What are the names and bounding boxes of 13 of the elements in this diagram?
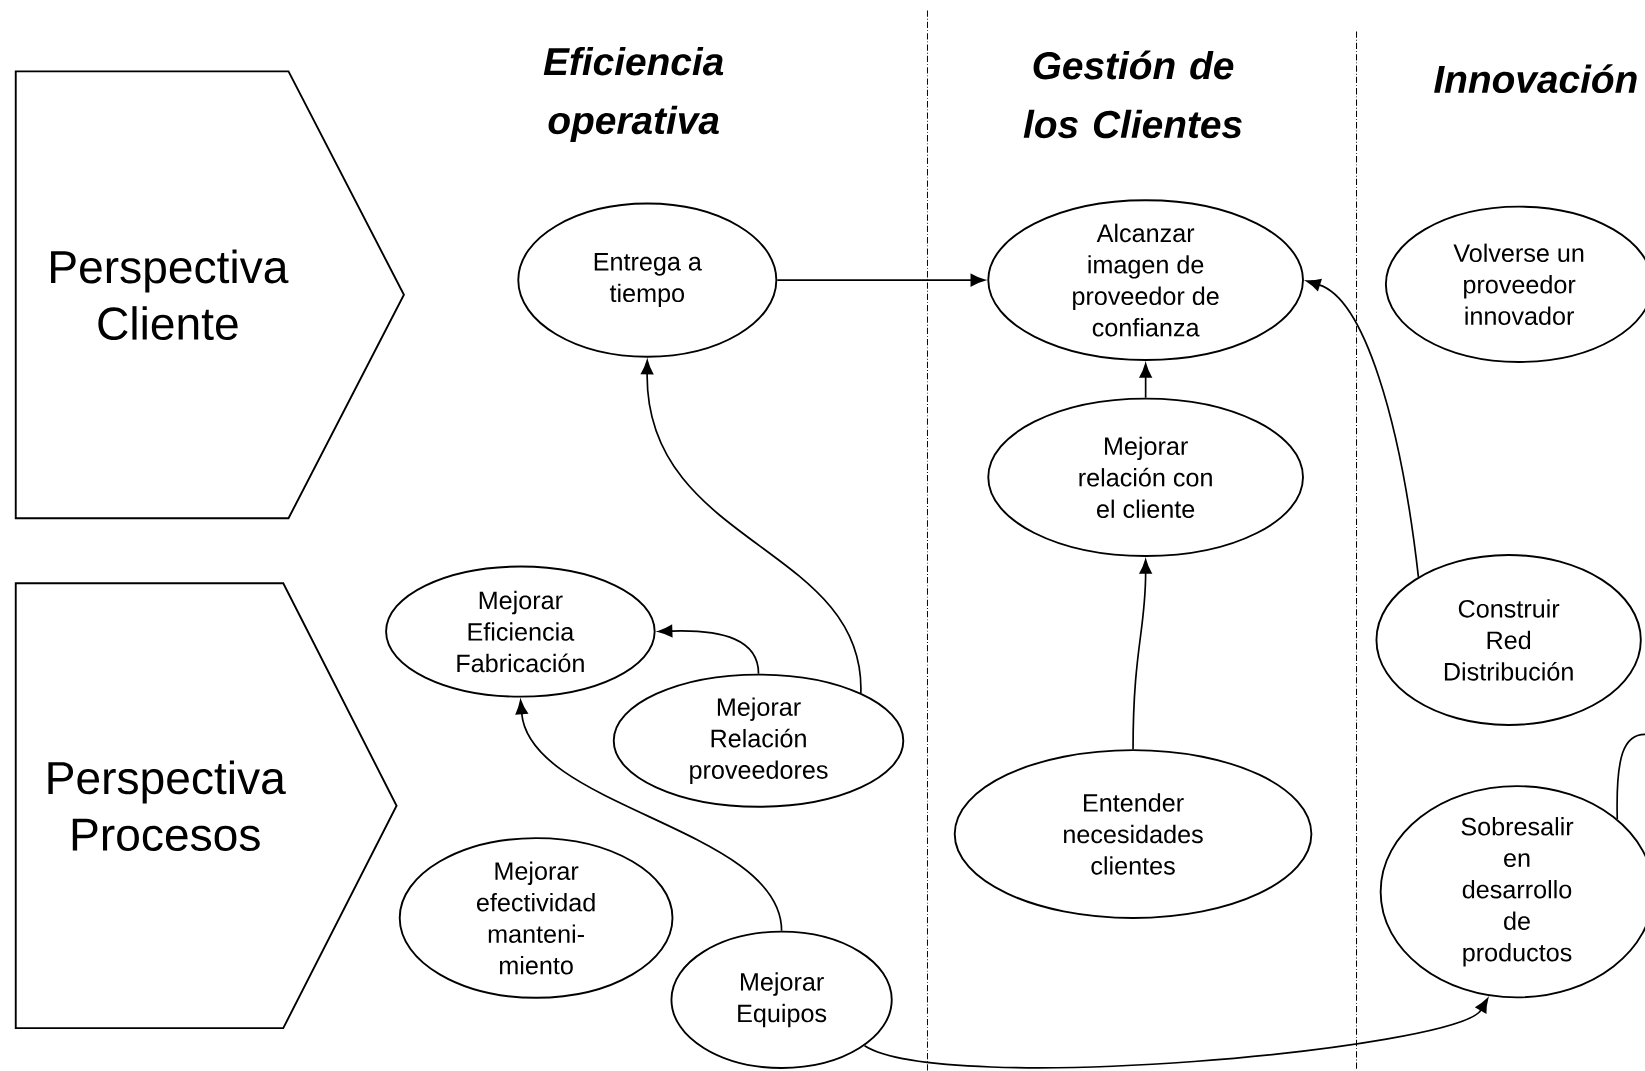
arrow — [776, 273, 985, 287]
arrow — [863, 997, 1489, 1069]
arrow — [515, 699, 783, 932]
column-heading: Eficiencia operativa — [543, 46, 724, 142]
column-heading: Innovación — [1434, 64, 1637, 94]
arrow — [657, 624, 760, 675]
arrow — [1139, 363, 1152, 399]
chevron-box: Perspectiva Procesos — [14, 582, 398, 1029]
arrow — [1132, 559, 1152, 750]
column-heading: Gestión de los Clientes — [1023, 50, 1242, 139]
chevron-box: Perspectiva Cliente — [14, 70, 405, 520]
arrow — [1306, 278, 1420, 578]
arrow — [641, 359, 862, 694]
